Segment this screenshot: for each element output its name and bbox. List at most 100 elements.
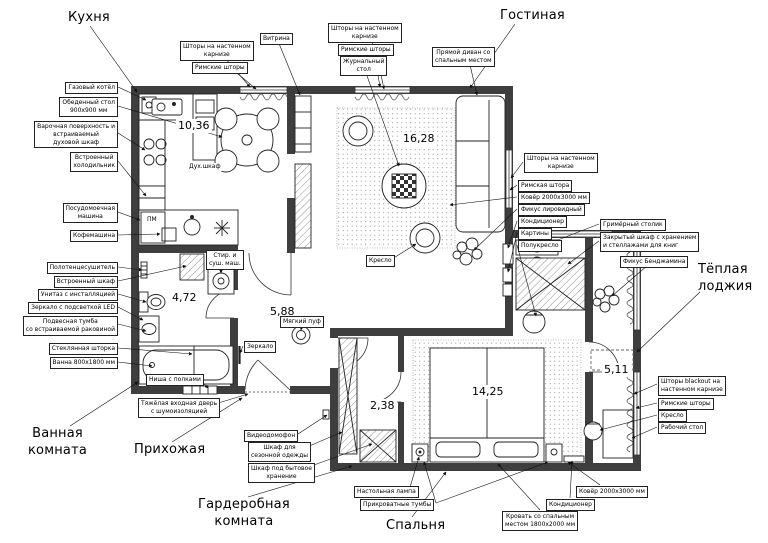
label-towel-dryer: Полотенцесушитель	[46, 262, 118, 274]
label-ficus-benjamina-leader	[611, 264, 649, 297]
label-blackout-curtains: Шторы blackout на настенном карнизе	[658, 376, 726, 396]
label-fridge-leader	[117, 160, 147, 197]
label-towel-dryer-leader	[117, 266, 143, 272]
label-ac-bedroom-leader	[569, 460, 574, 499]
label-mirror-hallway-leader	[239, 345, 244, 354]
label-fridge: Встроенный холодильник	[70, 152, 118, 172]
label-rug-bedroom-leader	[567, 461, 601, 486]
label-sofa-leader	[469, 64, 479, 96]
label-bed-leader	[497, 463, 541, 511]
area-wardrobe: 2,38	[368, 399, 397, 414]
label-vitrina: Витрина	[260, 33, 293, 45]
label-roman-blind-living-right: Римская штора	[518, 180, 573, 192]
label-gas-boiler: Газовый котёл	[65, 82, 118, 94]
label-coffee-machine-leader	[117, 232, 161, 236]
room-title-kitchen-leader	[89, 25, 138, 93]
label-roman-blinds-loggia: Римские шторы	[658, 398, 714, 410]
label-rug-living: Ковёр 2000х3000 мм	[518, 192, 590, 204]
area-bathroom: 4,72	[170, 291, 199, 306]
area-bedroom: 14,25	[470, 385, 506, 400]
room-title-hallway-leader	[171, 397, 243, 443]
label-pouf: Мягкий пуф	[280, 316, 324, 328]
label-vanity-sink-leader	[117, 323, 147, 332]
label-ficus-benjamina: Фикус Бенджамина	[620, 256, 689, 268]
label-glass-screen-leader	[117, 347, 193, 356]
label-video-intercom: Видеодомофон	[244, 430, 299, 442]
label-sofa: Прямой диван со спальным местом	[432, 47, 495, 67]
label-mirror-led: Зеркало с подсветкой LED	[28, 302, 118, 314]
label-coffee-table: Журнальный стол	[340, 56, 388, 76]
vitrina-cabinets	[294, 95, 312, 249]
label-roman-blinds-kitchen: Римские шторы	[192, 62, 248, 74]
label-glass-screen: Стеклянная шторка	[48, 343, 118, 355]
label-hob-oven-leader	[117, 132, 146, 151]
label-half-chair: Полукресло	[518, 240, 562, 252]
label-roman-blinds-loggia-leader	[635, 402, 658, 410]
label-half-chair-leader	[516, 244, 537, 317]
kitchen-furniture	[138, 93, 280, 246]
label-pm: ПМ	[146, 216, 158, 224]
room-title-bedroom: Спальня	[386, 518, 446, 533]
label-gas-boiler-leader	[117, 86, 147, 101]
label-desk-leader	[631, 426, 658, 439]
label-closed-wardrobe-leader	[567, 240, 600, 265]
label-dressing-table: Гримёрный столик	[600, 219, 666, 231]
label-bathtub-leader	[117, 361, 153, 368]
label-coffee-machine: Кофемашина	[70, 230, 118, 242]
label-blackout-curtains-leader	[633, 383, 658, 395]
label-bed: Кровать со спальным местом 1800х2000 мм	[502, 511, 579, 531]
label-video-intercom-leader	[297, 414, 328, 435]
label-curtains-living: Шторы на настенном карнизе	[328, 23, 402, 43]
label-household-storage: Шкаф под бытовое хранение	[248, 463, 315, 483]
loggia-furniture	[583, 285, 634, 459]
label-entrance-door: Тяжёлая входная дверь с шумоизоляцией	[138, 398, 221, 418]
label-ficus-lyrata-leader	[473, 208, 518, 251]
label-vitrina-leader	[277, 40, 301, 96]
living-furniture	[342, 95, 514, 297]
label-desk: Рабочий стол	[658, 422, 707, 434]
label-bathtub: Ванна 800х1800 мм	[49, 357, 118, 369]
label-rug-living-leader	[449, 196, 518, 207]
label-curtains-kitchen: Шторы на настенном карнизе	[180, 41, 254, 61]
label-armchair-loggia-leader	[599, 414, 658, 431]
label-built-in-closet: Встроенный шкаф	[53, 276, 118, 288]
label-roman-blinds-living: Римские шторы	[338, 44, 394, 56]
area-living: 16,28	[401, 132, 437, 147]
bedroom-furniture	[411, 347, 585, 463]
label-bedside-tables-leader	[435, 461, 549, 504]
label-table-lamp: Настольная лампа	[354, 486, 419, 498]
hallway-furniture	[182, 325, 311, 395]
label-vanity-sink: Подвесная тумба со встраиваемой раковино…	[22, 316, 118, 336]
label-dishwasher-leader	[117, 211, 141, 221]
label-washer-dryer: Стир. и суш. маш.	[206, 250, 244, 270]
label-toilet: Унитаз с инсталляцией	[37, 289, 118, 301]
area-loggia: 5,11	[602, 363, 631, 378]
room-title-loggia: Тёплая лоджия	[698, 262, 753, 294]
label-oven-column: Дух.шкаф	[188, 163, 222, 171]
label-armchair-living-leader	[391, 243, 417, 260]
label-roman-blind-living-right-leader	[509, 184, 518, 191]
label-ac-living-leader	[507, 220, 518, 249]
label-built-in-closet-leader	[117, 264, 187, 282]
wardrobe-room-furniture	[322, 337, 397, 463]
label-hob-oven: Варочная поверхность и встраиваемый духо…	[34, 121, 118, 149]
label-curtains-living-right: Шторы на настенном карнизе	[524, 153, 598, 173]
label-rug-bedroom: Ковёр 2000х3000 мм	[576, 486, 648, 498]
room-title-wardrobe: Гардеробная комната	[198, 497, 290, 529]
label-ac-bedroom: Кондиционер	[546, 499, 595, 511]
room-title-hallway: Прихожая	[134, 442, 206, 457]
room-title-living: Гостиная	[500, 8, 565, 23]
label-closed-wardrobe: Закрытый шкаф с хранением и стеллажами д…	[600, 232, 700, 252]
label-mirror-led-leader	[117, 306, 144, 321]
label-niche: Ниша с полками	[146, 374, 204, 386]
room-title-kitchen: Кухня	[68, 10, 110, 25]
label-paintings: Картины	[518, 228, 552, 240]
label-curtains-living-right-leader	[510, 161, 524, 179]
area-hallway: 5,88	[268, 305, 297, 320]
label-dressing-table-leader	[549, 223, 600, 244]
label-armchair-loggia: Кресло	[658, 410, 687, 422]
label-coffee-table-leader	[365, 72, 400, 167]
